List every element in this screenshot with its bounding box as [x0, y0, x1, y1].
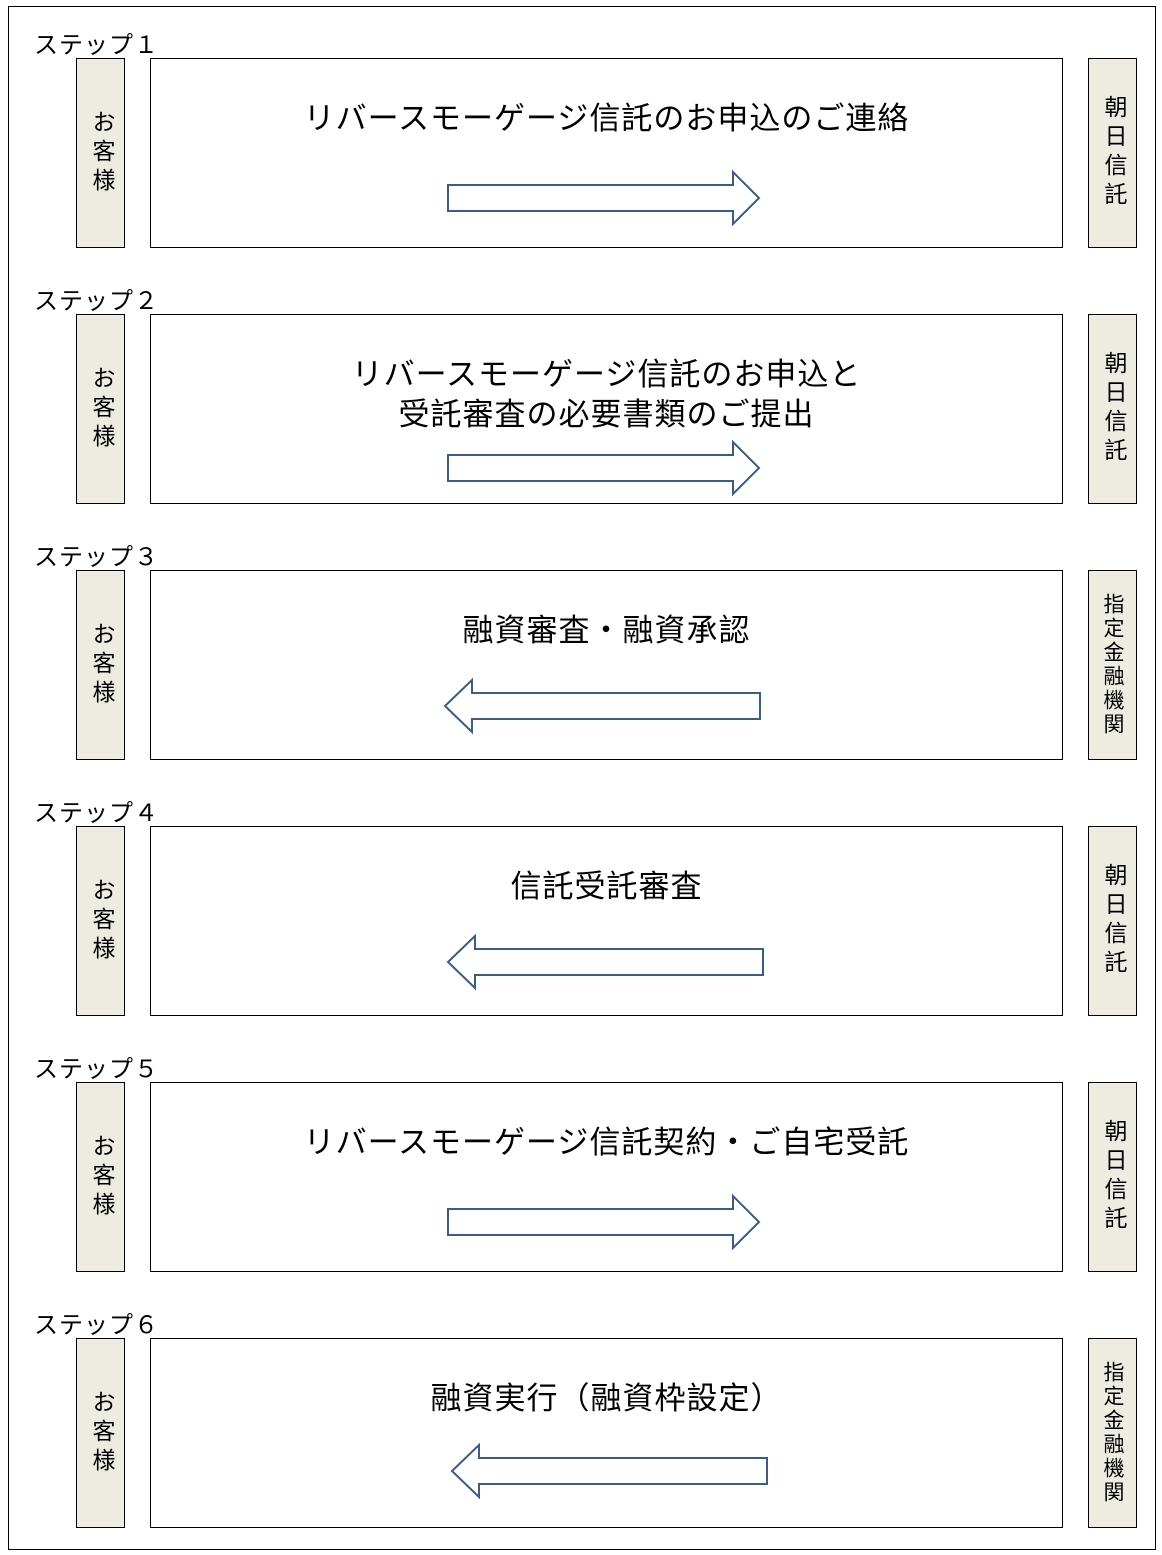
left-party-label: お客様: [88, 365, 114, 453]
step-label: ステップ４: [34, 799, 159, 827]
diagram-frame: [8, 6, 1156, 1550]
left-party-label: お客様: [88, 621, 114, 709]
step-label: ステップ１: [34, 31, 159, 59]
step-4: ステップ４ お客様 信託受託審査 朝日信託: [0, 774, 1162, 1030]
right-party-label: 朝日信託: [1100, 863, 1126, 979]
action-text: 融資審査・融資承認: [462, 613, 751, 649]
left-party-label: お客様: [88, 877, 114, 965]
action-text: リバースモーゲージ信託のお申込のご連絡: [303, 101, 910, 137]
arrow-right-icon: [447, 439, 761, 497]
right-party-box: 朝日信託: [1088, 58, 1137, 248]
step-6: ステップ６ お客様 融資実行（融資枠設定） 指定金融機関: [0, 1286, 1162, 1542]
action-box: リバースモーゲージ信託のお申込と 受託審査の必要書類のご提出: [150, 314, 1063, 504]
action-text: リバースモーゲージ信託契約・ご自宅受託: [303, 1125, 910, 1161]
left-party-box: お客様: [76, 58, 125, 248]
right-party-box: 指定金融機関: [1088, 1338, 1137, 1528]
left-party-box: お客様: [76, 570, 125, 760]
right-party-box: 朝日信託: [1088, 1082, 1137, 1272]
step-label: ステップ２: [34, 287, 159, 315]
step-label: ステップ６: [34, 1311, 159, 1339]
action-box: 融資審査・融資承認: [150, 570, 1063, 760]
right-party-label: 指定金融機関: [1101, 593, 1125, 737]
left-party-box: お客様: [76, 1082, 125, 1272]
action-box: 融資実行（融資枠設定）: [150, 1338, 1063, 1528]
right-party-box: 朝日信託: [1088, 314, 1137, 504]
arrow-left-icon: [446, 933, 764, 991]
arrow-right-icon: [447, 1193, 761, 1251]
right-party-box: 指定金融機関: [1088, 570, 1137, 760]
step-label: ステップ３: [34, 543, 159, 571]
left-party-label: お客様: [88, 1133, 114, 1221]
action-box: リバースモーゲージ信託のお申込のご連絡: [150, 58, 1063, 248]
right-party-box: 朝日信託: [1088, 826, 1137, 1016]
step-5: ステップ５ お客様 リバースモーゲージ信託契約・ご自宅受託 朝日信託: [0, 1030, 1162, 1286]
arrow-left-icon: [450, 1442, 768, 1500]
step-1: ステップ１ お客様 リバースモーゲージ信託のお申込のご連絡 朝日信託: [0, 6, 1162, 262]
action-text: リバースモーゲージ信託のお申込と 受託審査の必要書類のご提出: [351, 357, 862, 433]
arrow-left-icon: [443, 677, 761, 735]
right-party-label: 朝日信託: [1100, 351, 1126, 467]
right-party-label: 朝日信託: [1100, 95, 1126, 211]
action-box: 信託受託審査: [150, 826, 1063, 1016]
left-party-box: お客様: [76, 826, 125, 1016]
action-box: リバースモーゲージ信託契約・ご自宅受託: [150, 1082, 1063, 1272]
step-label: ステップ５: [34, 1055, 159, 1083]
right-party-label: 指定金融機関: [1101, 1361, 1125, 1505]
step-2: ステップ２ お客様 リバースモーゲージ信託のお申込と 受託審査の必要書類のご提出…: [0, 262, 1162, 518]
action-text: 信託受託審査: [510, 869, 703, 905]
left-party-label: お客様: [88, 1389, 114, 1477]
right-party-label: 朝日信託: [1100, 1119, 1126, 1235]
action-text: 融資実行（融資枠設定）: [430, 1381, 783, 1417]
left-party-box: お客様: [76, 1338, 125, 1528]
left-party-box: お客様: [76, 314, 125, 504]
step-3: ステップ３ お客様 融資審査・融資承認 指定金融機関: [0, 518, 1162, 774]
left-party-label: お客様: [88, 109, 114, 197]
arrow-right-icon: [447, 169, 761, 227]
